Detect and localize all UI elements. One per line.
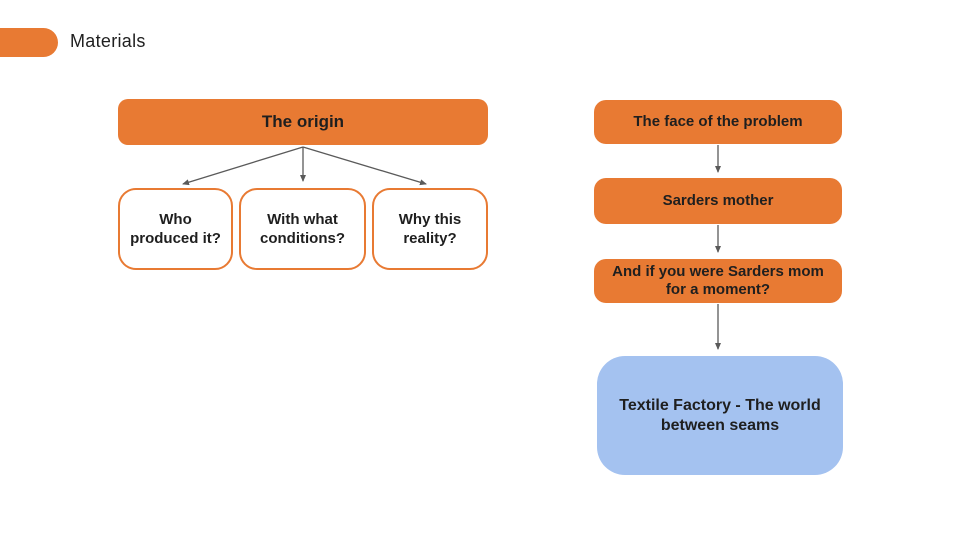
slide-title: Materials: [70, 31, 146, 51]
origin-child-box-who-produced: Who produced it?: [118, 188, 233, 270]
arrow-origin-to-child-1: [182, 146, 304, 186]
origin-root-box: The origin: [118, 99, 488, 145]
flow-step-face-of-problem: The face of the problem: [594, 100, 842, 144]
flow-step-sarders-mom-question: And if you were Sarders mom for a moment…: [594, 259, 842, 303]
arrow-origin-to-child-3: [302, 146, 427, 186]
origin-child-box-why-reality: Why this reality?: [372, 188, 488, 270]
flow-step-sarders-mother: Sarders mother: [594, 178, 842, 224]
origin-child-box-conditions: With what conditions?: [239, 188, 366, 270]
flow-step-textile-factory: Textile Factory - The world between seam…: [597, 356, 843, 475]
header-pill-decoration: [0, 28, 58, 57]
